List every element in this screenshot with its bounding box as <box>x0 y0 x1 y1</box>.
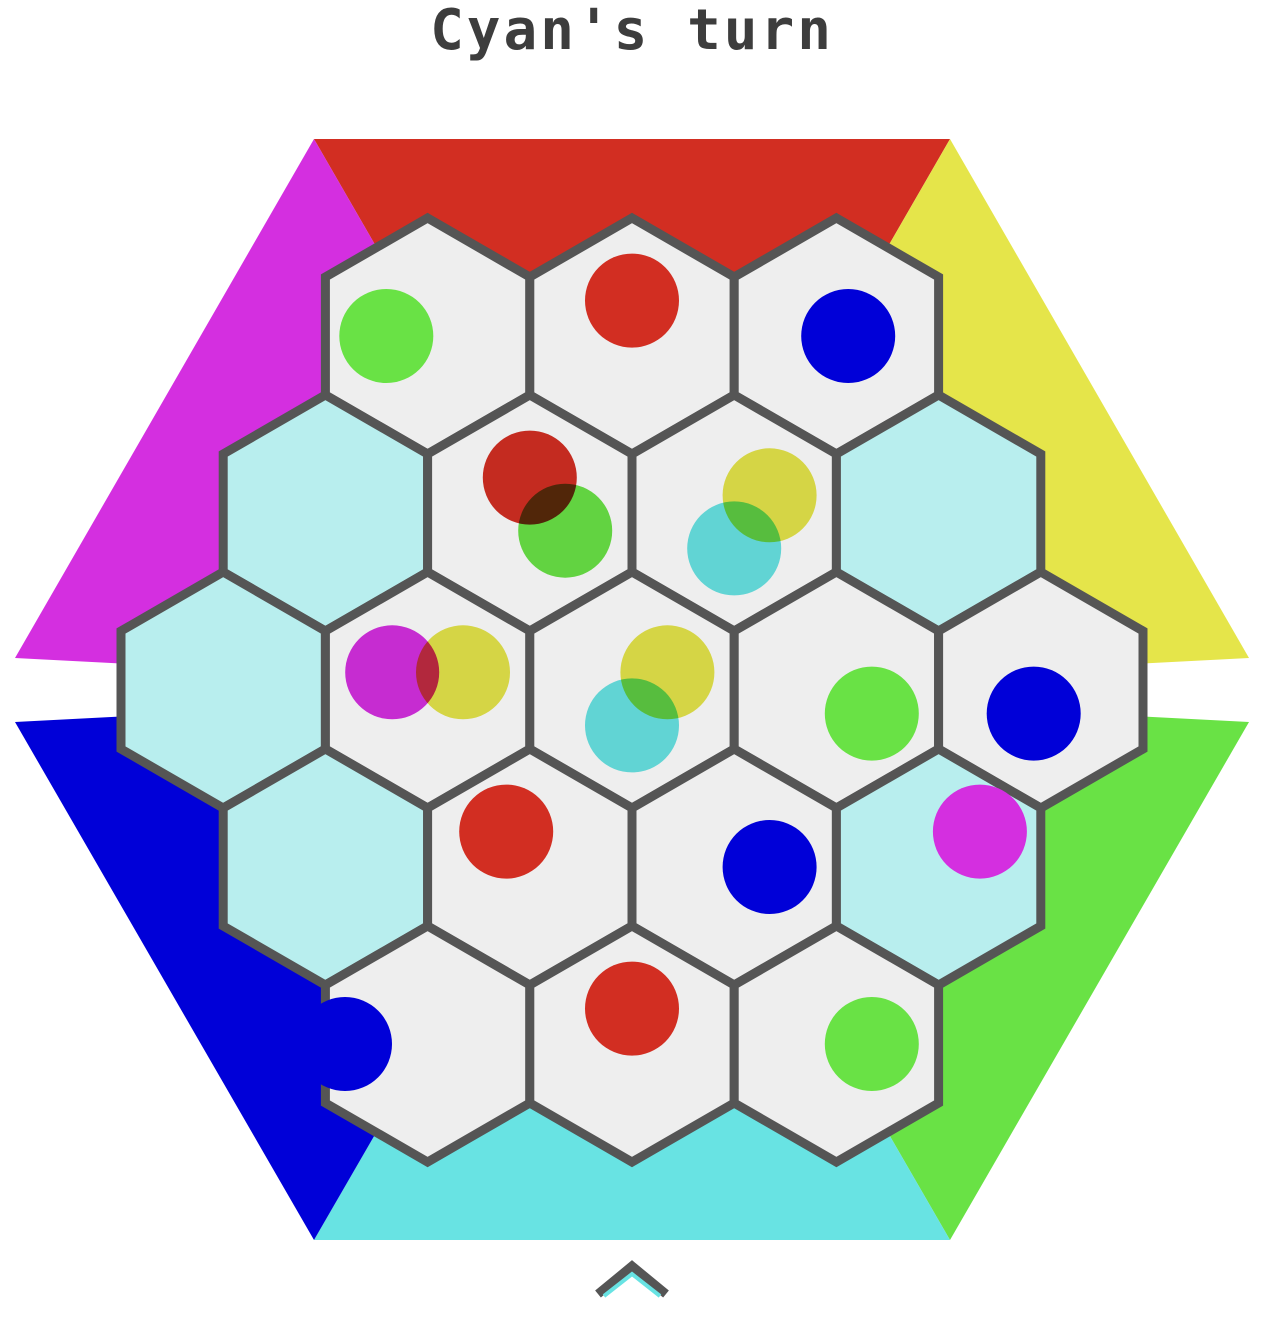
red-piece[interactable] <box>585 961 679 1056</box>
green-piece[interactable] <box>824 997 919 1091</box>
turn-title: Cyan's turn <box>430 0 834 63</box>
cyan-piece[interactable] <box>585 678 679 773</box>
pieces-layer <box>298 253 1081 1091</box>
expand-button[interactable] <box>595 1260 669 1298</box>
green-piece[interactable] <box>339 289 434 383</box>
blue-piece[interactable] <box>986 666 1081 761</box>
blue-piece[interactable] <box>801 289 896 383</box>
blue-piece[interactable] <box>722 820 817 914</box>
chevron-up-icon <box>595 1260 669 1298</box>
red-piece[interactable] <box>459 784 554 879</box>
cyan-piece[interactable] <box>687 501 782 596</box>
red-piece[interactable] <box>585 253 679 348</box>
magenta-piece[interactable] <box>345 625 440 720</box>
yellow-piece[interactable] <box>416 625 510 720</box>
blue-piece[interactable] <box>298 997 392 1091</box>
green-piece[interactable] <box>824 666 919 761</box>
green-piece[interactable] <box>518 483 613 578</box>
chevron-up-accent <box>602 1271 662 1298</box>
magenta-piece[interactable] <box>932 784 1027 879</box>
